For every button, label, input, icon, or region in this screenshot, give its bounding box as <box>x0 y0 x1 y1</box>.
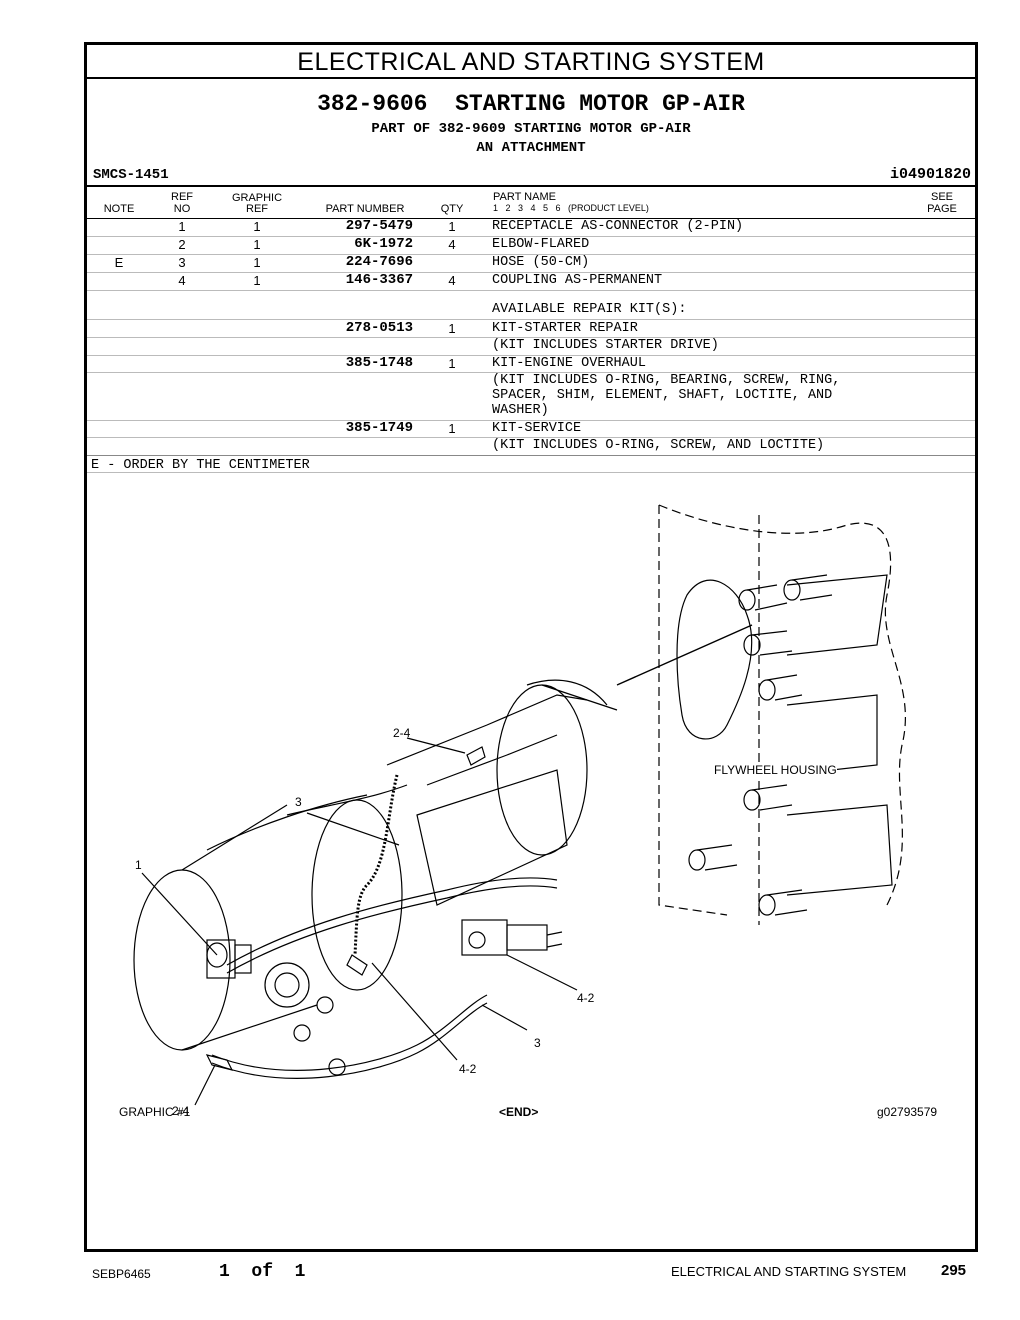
end-marker: <END> <box>499 1105 539 1119</box>
ref-no: 3 <box>178 255 186 270</box>
graphic-number: GRAPHIC #1 <box>119 1105 191 1119</box>
connector-receptacle <box>206 939 252 979</box>
table-row: E 3 1 224-7696 HOSE (50-CM) <box>87 255 975 273</box>
col-product-level: 1 2 3 4 5 6 (PRODUCT LEVEL) <box>493 203 649 213</box>
note: E <box>114 255 124 270</box>
elbow-fitting <box>205 1054 234 1071</box>
quantity: 4 <box>448 237 456 252</box>
coupling-fitting <box>346 954 368 976</box>
ref-no: 1 <box>178 219 186 234</box>
part-number: 278-0513 <box>345 320 413 336</box>
table-row: (KIT INCLUDES O-RING, SCREW, AND LOCTITE… <box>87 438 975 456</box>
part-number: 6K-1972 <box>354 236 413 252</box>
col-qty: QTY <box>440 203 464 215</box>
graphic-id: g02793579 <box>877 1105 938 1119</box>
part-number: 385-1749 <box>345 420 413 436</box>
part-name: COUPLING AS-PERMANENT <box>492 273 663 288</box>
callout-3-left: 3 <box>295 795 302 809</box>
header-rule <box>87 185 975 187</box>
col-part-name: PART NAME <box>493 191 556 203</box>
graphic-ref: 1 <box>253 273 261 288</box>
callout-1: 1 <box>135 858 142 872</box>
col-graphic-bottom: REF <box>246 203 268 215</box>
document-id: i04901820 <box>889 166 971 183</box>
table-row: (KIT INCLUDES STARTER DRIVE) <box>87 338 975 356</box>
flywheel-bolts <box>676 574 893 916</box>
quantity: 1 <box>448 219 456 234</box>
elbow-fitting <box>466 746 486 766</box>
flywheel-housing-label: FLYWHEEL HOUSING <box>714 763 837 777</box>
part-name: KIT-ENGINE OVERHAUL <box>492 356 646 371</box>
starting-motor-drawing <box>133 504 906 1106</box>
ref-no: 4 <box>178 273 186 288</box>
part-name: HOSE (50-CM) <box>492 255 590 270</box>
subtitle-attachment: AN ATTACHMENT <box>476 140 586 156</box>
starting-motor-body <box>133 679 618 1076</box>
quantity: 1 <box>448 321 456 336</box>
ref-no: 2 <box>178 237 186 252</box>
column-header-rule <box>87 218 975 219</box>
callout-4-2-right: 4-2 <box>577 991 595 1005</box>
part-number: 385-1748 <box>345 355 413 371</box>
footer-doc-number: SEBP6465 <box>92 1267 151 1281</box>
callout-2-4-top: 2-4 <box>393 726 411 740</box>
solenoid-valve <box>461 919 563 956</box>
table-row: 2 1 6K-1972 4 ELBOW-FLARED <box>87 237 975 255</box>
quantity: 1 <box>448 356 456 371</box>
col-ref-top: REF <box>171 191 193 203</box>
graphic-ref: 1 <box>253 219 261 234</box>
table-row: 1 1 297-5479 1 RECEPTACLE AS-CONNECTOR (… <box>87 219 975 237</box>
col-note: NOTE <box>103 203 135 215</box>
flywheel-housing-drawing <box>658 504 906 925</box>
kit-contents: (KIT INCLUDES O-RING, BEARING, SCREW, RI… <box>492 373 841 418</box>
kit-contents: (KIT INCLUDES O-RING, SCREW, AND LOCTITE… <box>492 438 825 453</box>
part-name: KIT-SERVICE <box>492 421 582 436</box>
section-title: ELECTRICAL AND STARTING SYSTEM <box>87 45 975 79</box>
col-see-top: SEE <box>930 191 953 203</box>
part-name: RECEPTACLE AS-CONNECTOR (2-PIN) <box>492 219 744 234</box>
table-row: (KIT INCLUDES O-RING, BEARING, SCREW, RI… <box>87 373 975 421</box>
callout-3-right: 3 <box>534 1036 541 1050</box>
table-row: 385-1748 1 KIT-ENGINE OVERHAUL <box>87 356 975 373</box>
col-see-bottom: PAGE <box>927 203 957 215</box>
table-row: 278-0513 1 KIT-STARTER REPAIR <box>87 321 975 338</box>
smcs-code: SMCS-1451 <box>93 167 169 183</box>
alignment-line <box>616 624 753 686</box>
quantity: 4 <box>448 273 456 288</box>
part-name: KIT-STARTER REPAIR <box>492 321 638 336</box>
graphic-ref: 1 <box>253 237 261 252</box>
part-number: 297-5479 <box>345 218 413 234</box>
repair-kits-heading-row: AVAILABLE REPAIR KIT(S): <box>87 302 975 320</box>
page-frame: ELECTRICAL AND STARTING SYSTEM 382-9606 … <box>84 42 978 1252</box>
footer-section: ELECTRICAL AND STARTING SYSTEM <box>671 1264 907 1279</box>
exploded-view-illustration: 2-4 3 1 4-2 3 4-2 2-4 FLYWHEEL HOUSING <box>87 485 975 1125</box>
page-title: 382-9606 STARTING MOTOR GP-AIR <box>317 91 745 117</box>
part-number: 146-3367 <box>345 272 413 288</box>
footer-page-of: 1 of 1 <box>219 1262 306 1282</box>
col-part-number: PART NUMBER <box>325 203 405 215</box>
tube-line-lower <box>211 994 488 1071</box>
kit-contents: (KIT INCLUDES STARTER DRIVE) <box>492 338 719 353</box>
callout-2-4-bottom: 2-4 <box>172 1104 190 1118</box>
footer-page-number: 295 <box>941 1262 967 1279</box>
footnote: E - ORDER BY THE CENTIMETER <box>91 458 310 473</box>
repair-kits-heading: AVAILABLE REPAIR KIT(S): <box>492 302 687 317</box>
table-row: 385-1749 1 KIT-SERVICE <box>87 421 975 438</box>
part-number: 224-7696 <box>345 254 413 270</box>
table-row: 4 1 146-3367 4 COUPLING AS-PERMANENT <box>87 273 975 291</box>
subtitle-part-of: PART OF 382-9609 STARTING MOTOR GP-AIR <box>371 121 691 137</box>
callout-4-2-bottom: 4-2 <box>459 1062 477 1076</box>
tube-line-upper <box>226 877 558 966</box>
quantity: 1 <box>448 421 456 436</box>
hose-braided <box>353 774 399 956</box>
part-name: ELBOW-FLARED <box>492 237 590 252</box>
graphic-ref: 1 <box>253 255 261 270</box>
col-ref-bottom: NO <box>173 203 191 215</box>
col-graphic-top: GRAPHIC <box>231 192 283 204</box>
